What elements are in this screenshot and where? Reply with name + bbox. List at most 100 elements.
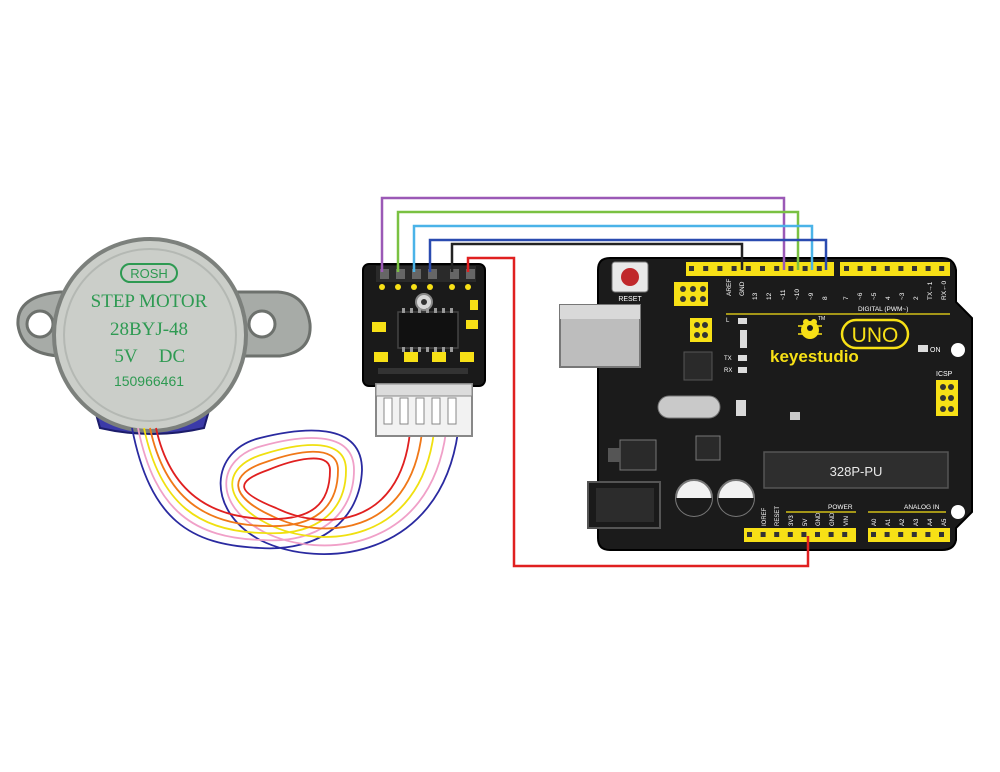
power-pin-label: GND xyxy=(830,512,836,526)
usb-chip xyxy=(683,351,713,381)
header-pin xyxy=(884,532,890,537)
wire-dark-blue xyxy=(428,238,828,272)
digital-pin-label: 7 xyxy=(843,296,850,300)
digital-pin-label: ~5 xyxy=(871,292,878,300)
gnd-label-top: GND xyxy=(739,281,746,296)
icsp-header-right xyxy=(936,380,958,416)
l-led-label: L xyxy=(726,318,730,324)
rx-led-label: RX xyxy=(724,368,732,374)
tx-led-label: TX xyxy=(724,356,732,362)
header-pin xyxy=(939,532,944,537)
wire-black-gnd xyxy=(450,242,744,272)
digital-pin-label: ~11 xyxy=(780,289,787,300)
header-pin xyxy=(898,532,904,537)
analog-pin-label: A2 xyxy=(900,518,906,526)
uno-badge xyxy=(840,318,910,350)
header-pin xyxy=(774,266,780,271)
digital-pin-label: 8 xyxy=(822,296,829,300)
icsp-header-left xyxy=(674,282,708,306)
header-pin xyxy=(731,266,737,271)
brand-text: keyestudio xyxy=(770,347,859,366)
stepper-driver-board xyxy=(362,263,486,437)
digital-pin-label: 12 xyxy=(766,292,773,300)
header-pin xyxy=(788,266,794,271)
header-pin xyxy=(871,266,877,271)
analog-pin-label: A0 xyxy=(872,518,878,526)
analog-pin-label: A1 xyxy=(886,518,892,526)
header-pin xyxy=(801,532,807,537)
motor-cable xyxy=(131,427,459,555)
digital-pin-label: RX←0 xyxy=(941,280,948,300)
header-pin xyxy=(884,266,890,271)
header-pin xyxy=(939,266,945,271)
voltage-regulator xyxy=(619,439,657,471)
analog-pin-label: A4 xyxy=(928,518,934,526)
header-pin xyxy=(816,266,822,271)
power-pin-label: IOREF xyxy=(762,507,768,526)
power-pin-label: 5V xyxy=(803,519,809,526)
jumper-header xyxy=(690,318,712,342)
analog-pin-label: A3 xyxy=(914,518,920,526)
digital-pin-label: ~9 xyxy=(808,292,815,300)
header-pin xyxy=(925,532,931,537)
digital-pin-label: 2 xyxy=(913,296,920,300)
stepper-motor: ROSH STEP MOTOR 28BYJ-48 5V DC 150966461 xyxy=(16,237,312,435)
right-mount-hole-icon xyxy=(247,309,277,339)
header-pin xyxy=(828,532,834,537)
header-pin xyxy=(802,266,808,271)
keyestudio-logo xyxy=(798,319,822,339)
jumper-wires xyxy=(380,196,828,568)
driver-chip xyxy=(397,311,459,349)
digital-pin-label: ~10 xyxy=(794,289,801,300)
icsp-label: ICSP xyxy=(936,371,953,378)
digital-pin-label: ~6 xyxy=(857,292,864,300)
reset-button xyxy=(611,261,649,293)
power-header xyxy=(744,528,856,542)
header-pin xyxy=(717,266,723,271)
power-pin-label: GND xyxy=(816,512,822,526)
header-pin xyxy=(857,266,863,271)
atmega-chip xyxy=(763,451,949,489)
wire-red-5v xyxy=(466,256,810,568)
motor-title-text: STEP MOTOR xyxy=(91,291,208,312)
on-led-label: ON xyxy=(930,347,941,354)
header-pin xyxy=(871,532,876,537)
digital-pin-label: TX→1 xyxy=(927,281,934,300)
power-label: POWER xyxy=(828,504,853,511)
header-pin xyxy=(815,532,820,537)
motor-voltage-text: 5V xyxy=(114,346,138,367)
header-pin xyxy=(842,532,848,537)
wire-light-blue xyxy=(412,224,814,272)
header-pin xyxy=(703,266,709,271)
motor-current-type-text: DC xyxy=(159,346,185,367)
header-pin xyxy=(745,266,751,271)
analog-header xyxy=(868,528,950,542)
driver-header-pins xyxy=(376,266,476,282)
wire-purple xyxy=(380,196,786,272)
capacitor-1 xyxy=(675,479,713,517)
digital-pin-label: 4 xyxy=(885,296,892,300)
driver-motor-connector xyxy=(375,383,473,437)
motor-serial-text: 150966461 xyxy=(114,373,184,389)
header-pin xyxy=(911,532,917,537)
power-pin-label: 3V3 xyxy=(789,515,795,526)
motor-model-text: 28BYJ-48 xyxy=(110,319,188,340)
header-pin xyxy=(747,532,752,537)
header-pin xyxy=(760,266,765,271)
header-pin xyxy=(912,266,917,271)
header-pin xyxy=(774,532,780,537)
crystal-oscillator xyxy=(657,395,721,419)
header-pin xyxy=(689,266,694,271)
left-mount-hole-icon xyxy=(25,309,55,339)
power-pin-label: RESET xyxy=(775,506,781,526)
analog-pin-label: A5 xyxy=(942,518,948,526)
motor-brand-badge xyxy=(120,263,178,283)
digital-pin-label: ~3 xyxy=(899,292,906,300)
digital-pin-label: 13 xyxy=(752,292,759,300)
header-pin xyxy=(925,266,931,271)
digital-header-right xyxy=(840,262,950,276)
motor-brand-text: ROSH xyxy=(130,266,168,281)
reset-label: RESET xyxy=(618,296,642,303)
